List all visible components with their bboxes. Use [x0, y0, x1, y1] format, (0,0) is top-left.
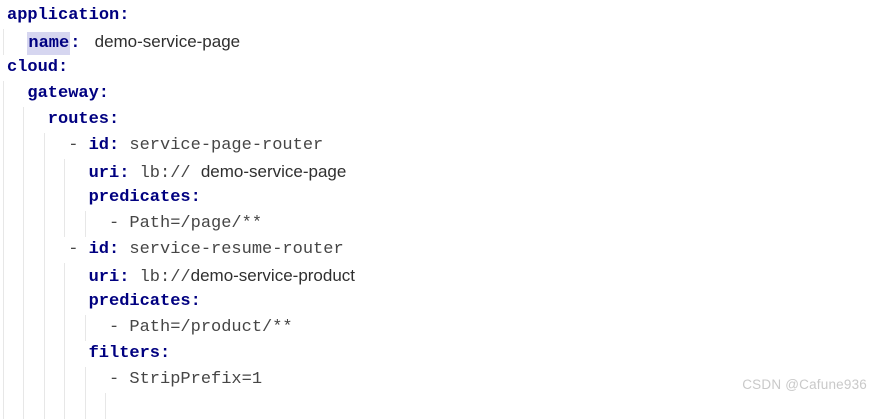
yaml-text: lb://	[129, 268, 191, 287]
code-line[interactable]: gateway:	[0, 81, 881, 107]
indent-guide	[23, 133, 25, 159]
yaml-value: demo-service-product	[190, 266, 356, 285]
watermark: CSDN @Cafune936	[742, 377, 867, 392]
yaml-text: lb://	[129, 164, 201, 183]
yaml-key: predicates:	[88, 188, 201, 207]
indent-guide	[84, 393, 86, 419]
code-line[interactable]: - StripPrefix=1	[0, 367, 881, 393]
code-line[interactable]: - Path=/page/**	[0, 211, 881, 237]
yaml-key: id:	[88, 136, 120, 155]
indent-guide	[43, 289, 45, 315]
yaml-text: - Path=/product/**	[109, 318, 293, 337]
indent-guide	[23, 315, 25, 341]
code-line[interactable]: - Path=/product/**	[0, 315, 881, 341]
indent-guide	[3, 159, 4, 185]
indent-guide	[105, 393, 106, 419]
indent-guide	[3, 367, 4, 393]
yaml-key: application:	[7, 6, 130, 25]
indent-guide	[23, 367, 25, 393]
indent-guide	[23, 107, 25, 133]
yaml-key: routes:	[47, 110, 120, 129]
indent-guide	[43, 211, 45, 237]
yaml-key: uri:	[88, 268, 130, 287]
indent-guide	[43, 133, 45, 159]
indent-guide	[3, 341, 4, 367]
yaml-text: - Path=/page/**	[109, 214, 263, 233]
code-line[interactable]: uri: lb://demo-service-product	[0, 263, 881, 289]
indent-guide	[23, 263, 25, 289]
indent-guide	[23, 289, 25, 315]
indent-guide	[84, 367, 86, 393]
indent-guide	[43, 159, 45, 185]
yaml-value: demo-service-page	[200, 162, 347, 181]
indent-guide	[43, 367, 45, 393]
yaml-text	[80, 34, 90, 53]
indent-guide	[43, 393, 45, 419]
yaml-key: cloud:	[7, 58, 69, 77]
indent-guide	[64, 263, 66, 289]
yaml-value: demo-service-page	[94, 32, 241, 51]
indent-guide	[23, 185, 25, 211]
code-line[interactable]: predicates:	[0, 289, 881, 315]
code-line[interactable]: - id: service-resume-router	[0, 237, 881, 263]
indent-guide	[3, 289, 4, 315]
yaml-key: gateway:	[27, 84, 110, 103]
indent-guide	[3, 263, 4, 289]
code-line[interactable]: application:	[0, 3, 881, 29]
indent-guide	[43, 237, 45, 263]
indent-guide	[64, 185, 66, 211]
indent-guide	[23, 237, 25, 263]
indent-guide	[43, 341, 45, 367]
indent-guide	[43, 185, 45, 211]
indent-guide	[23, 211, 25, 237]
code-line[interactable]	[0, 393, 881, 419]
indent-guide	[64, 315, 66, 341]
indent-guide	[3, 185, 4, 211]
yaml-key: :	[70, 34, 81, 53]
yaml-text: -	[68, 136, 89, 155]
indent-guide	[84, 211, 86, 237]
indent-guide	[3, 237, 4, 263]
yaml-text: - StripPrefix=1	[109, 370, 263, 389]
yaml-text: -	[68, 240, 89, 259]
yaml-key: predicates:	[88, 292, 201, 311]
indent-guide	[3, 107, 4, 133]
indent-guide	[84, 315, 86, 341]
code-line[interactable]: predicates:	[0, 185, 881, 211]
code-line[interactable]: - id: service-page-router	[0, 133, 881, 159]
indent-guide	[64, 341, 66, 367]
indent-guide	[3, 81, 4, 107]
yaml-text: service-resume-router	[119, 240, 344, 259]
code-line[interactable]: uri: lb:// demo-service-page	[0, 159, 881, 185]
indent-guide	[3, 315, 4, 341]
indent-guide	[64, 289, 66, 315]
indent-guide	[43, 315, 45, 341]
indent-guide	[64, 367, 66, 393]
indent-guide	[3, 133, 4, 159]
indent-guide	[3, 211, 4, 237]
indent-guide	[64, 393, 66, 419]
indent-guide	[23, 159, 25, 185]
code-line[interactable]: cloud:	[0, 55, 881, 81]
indent-guide	[64, 159, 66, 185]
indent-guide	[43, 263, 45, 289]
code-line[interactable]: filters:	[0, 341, 881, 367]
yaml-key: filters:	[88, 344, 171, 363]
yaml-key: uri:	[88, 164, 130, 183]
indent-guide	[3, 29, 4, 55]
code-line[interactable]: name: demo-service-page	[0, 29, 881, 55]
code-line[interactable]: routes:	[0, 107, 881, 133]
indent-guide	[23, 341, 25, 367]
yaml-key: id:	[88, 240, 120, 259]
indent-guide	[3, 393, 4, 419]
yaml-key-highlighted: name	[27, 32, 71, 55]
indent-guide	[23, 393, 25, 419]
yaml-text: service-page-router	[119, 136, 324, 155]
indent-guide	[64, 211, 66, 237]
